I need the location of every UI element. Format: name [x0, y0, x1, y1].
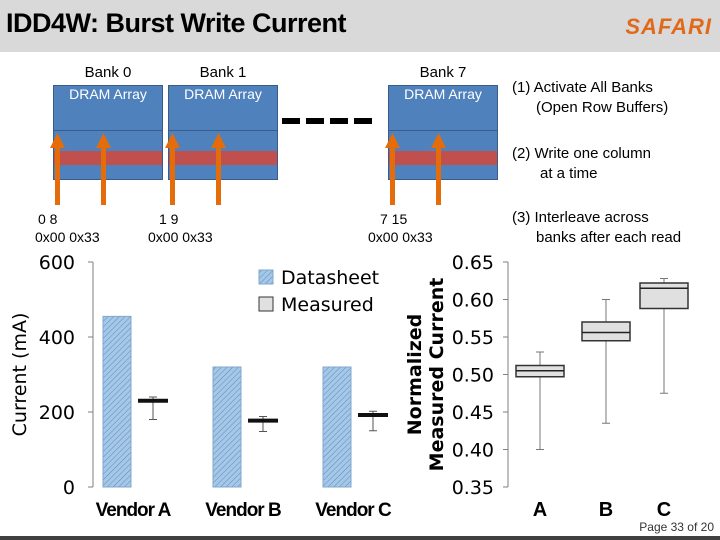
measured-bar: [138, 398, 168, 403]
bank-0: [53, 85, 163, 180]
arrow-shaft: [390, 145, 395, 205]
title-bar: IDD4W: Burst Write Current SAFARI: [0, 0, 720, 52]
bank-1-addrs: 0x00 0x33: [148, 229, 213, 245]
measured-bar: [358, 413, 388, 417]
arrow-head: [96, 133, 111, 148]
bank-7-buffer-label: Row Buffer: [410, 184, 480, 200]
page-title: IDD4W: Burst Write Current: [6, 8, 347, 38]
bank-7-array-label: DRAM Array: [404, 86, 482, 102]
note-2-line-1: (2) Write one column: [512, 145, 651, 162]
bank-0-cols: 0 8: [38, 211, 58, 227]
y-tick-label: 0.45: [452, 402, 494, 424]
bank-0-label: Bank 0: [84, 64, 132, 81]
safari-logo: SAFARI: [625, 14, 712, 39]
y-tick-label: 0.35: [452, 477, 494, 499]
bank-7-addrs: 0x00 0x33: [368, 229, 433, 245]
bank-1-label: Bank 1: [199, 64, 247, 81]
arrow-head: [50, 133, 65, 148]
y-tick-label: 0.50: [452, 365, 494, 387]
ellipsis-dash: [306, 118, 324, 124]
bank-0-array-label: DRAM Array: [69, 86, 147, 102]
x-tick-label: Vendor C: [315, 500, 392, 521]
bank-7: [388, 85, 498, 180]
datasheet-bar: [212, 366, 242, 488]
arrow-head: [165, 133, 180, 148]
bank-0-buffer-label: Row Buffer: [63, 184, 133, 200]
bank-7-cols: 7 15: [380, 211, 408, 227]
datasheet-bar: [102, 315, 132, 488]
y-tick-label: 0.65: [452, 252, 494, 274]
arrow-shaft: [55, 145, 60, 205]
legend-measured-label: Measured: [281, 294, 374, 316]
arrow-head: [385, 133, 400, 148]
ellipsis-dash: [354, 118, 372, 124]
bank-1-array-label: DRAM Array: [184, 86, 262, 102]
ellipsis-dash: [330, 118, 348, 124]
legend-measured-swatch: [258, 296, 274, 312]
y-axis-label-line-2: Measured Current: [426, 278, 448, 472]
legend-datasheet-swatch: [258, 269, 274, 285]
note-1-line-2: (Open Row Buffers): [536, 99, 669, 116]
legend-datasheet-label: Datasheet: [281, 267, 379, 289]
bank-0-array: [53, 85, 163, 132]
arrow-shaft: [216, 145, 221, 205]
measured-bar: [248, 418, 278, 423]
arrow-head: [431, 133, 446, 148]
bank-7-row-buffer: [388, 130, 498, 180]
y-tick-label: 400: [39, 327, 75, 349]
datasheet-bar: [322, 366, 352, 488]
y-tick-label: 0.40: [452, 440, 494, 462]
bottom-bar: [0, 536, 720, 540]
y-axis-label-line-1: Normalized: [404, 314, 426, 436]
note-1-line-1: (1) Activate All Banks: [512, 79, 653, 96]
bank-0-row-buffer: [53, 130, 163, 180]
note-3-line-2: banks after each read: [536, 229, 682, 246]
bank-1: [168, 85, 278, 180]
y-tick-label: 200: [39, 402, 75, 424]
bank-7-array: [388, 85, 498, 132]
y-tick-label: 0: [63, 477, 75, 499]
x-tick-label: B: [599, 499, 613, 521]
y-axis-label: Current (mA): [9, 313, 31, 437]
note-3-line-1: (3) Interleave across: [512, 209, 649, 226]
arrow-head: [211, 133, 226, 148]
x-tick-label: A: [533, 499, 547, 521]
bank-1-row-buffer: [168, 130, 278, 180]
page-number: Page 33 of 20: [639, 520, 714, 534]
box: [639, 282, 689, 310]
note-2-line-2: at a time: [540, 165, 598, 182]
x-tick-label: Vendor B: [205, 500, 281, 521]
box: [581, 321, 631, 342]
bank-0-addrs: 0x00 0x33: [35, 229, 100, 245]
bank-1-cols: 1 9: [159, 211, 179, 227]
y-tick-label: 0.55: [452, 327, 494, 349]
bank-1-array: [168, 85, 278, 132]
y-tick-label: 0.60: [452, 290, 494, 312]
arrow-shaft: [436, 145, 441, 205]
x-tick-label: C: [657, 499, 671, 521]
arrow-shaft: [170, 145, 175, 205]
ellipsis-dash: [282, 118, 300, 124]
bank-7-label: Bank 7: [419, 64, 467, 81]
bank-1-buffer-label: Row Buffer: [188, 184, 258, 200]
arrow-shaft: [101, 145, 106, 205]
y-tick-label: 600: [39, 252, 75, 274]
x-tick-label: Vendor A: [96, 500, 172, 521]
